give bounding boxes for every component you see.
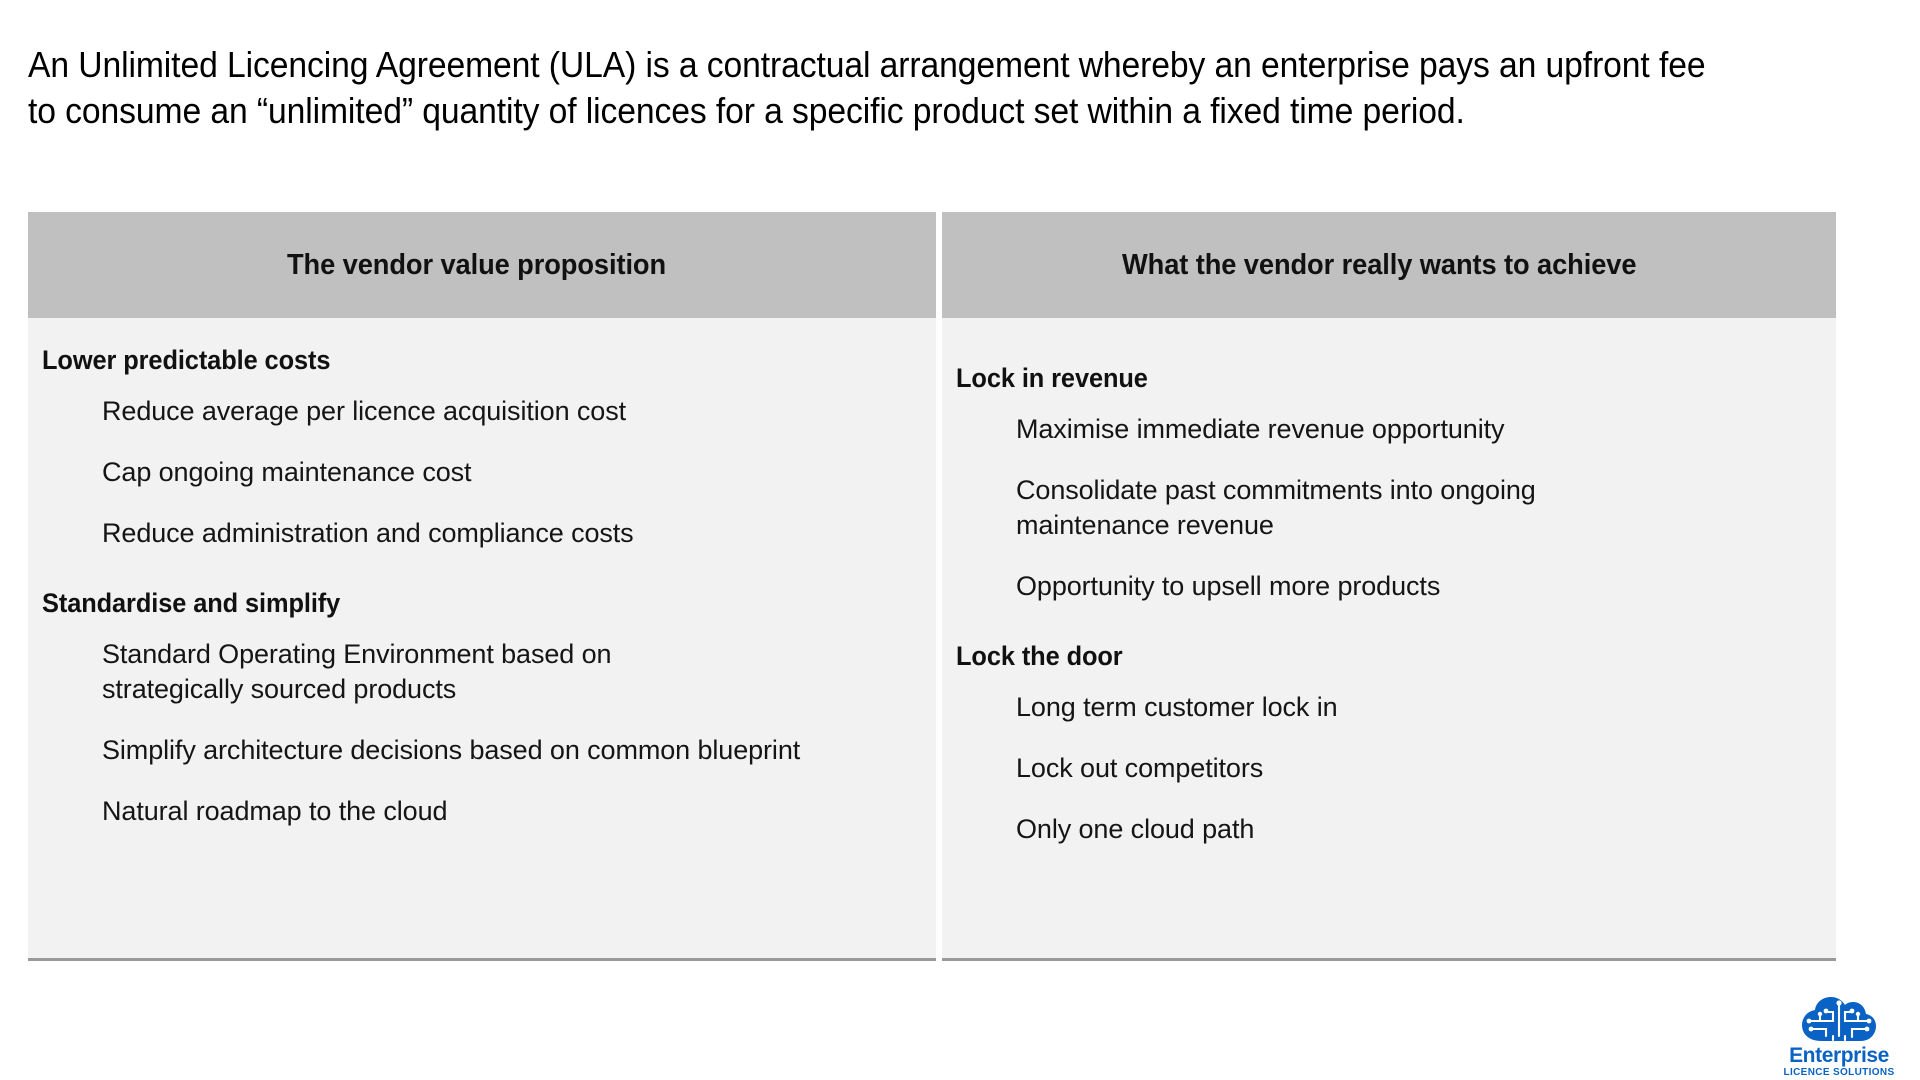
list-item: Standard Operating Environment based on …: [102, 638, 612, 704]
list-item: Opportunity to upsell more products: [1016, 571, 1441, 602]
column-divider: [936, 318, 942, 961]
group-heading-lower-predictable-costs: Lower predictable costs: [42, 345, 331, 375]
list-item: Lock out competitors: [1016, 752, 1264, 783]
table-body-row: Lower predictable costs Reduce average p…: [28, 318, 1836, 961]
column-header-label: The vendor value proposition: [287, 248, 667, 281]
table-cell-vendor-value-proposition: Lower predictable costs Reduce average p…: [28, 318, 936, 961]
list-item: Cap ongoing maintenance cost: [102, 456, 472, 487]
list-item: Simplify architecture decisions based on…: [102, 734, 801, 765]
list-item: Natural roadmap to the cloud: [102, 796, 448, 827]
list-item: Consolidate past commitments into ongoin…: [1016, 474, 1536, 540]
page-title: An Unlimited Licencing Agreement (ULA) i…: [28, 44, 1706, 132]
list-item: Long term customer lock in: [1016, 691, 1338, 722]
company-logo: Enterprise LICENCE SOLUTIONS: [1768, 996, 1910, 1078]
right-column-content: Lock in revenue Maximise immediate reven…: [942, 318, 1836, 958]
list-item: Reduce administration and compliance cos…: [102, 517, 634, 548]
group-heading-lock-in-revenue: Lock in revenue: [956, 363, 1148, 393]
table-cell-vendor-real-goals: Lock in revenue Maximise immediate reven…: [942, 318, 1836, 961]
group-heading-lock-the-door: Lock the door: [956, 641, 1123, 672]
left-column-content: Lower predictable costs Reduce average p…: [28, 318, 936, 958]
list-item: Only one cloud path: [1016, 814, 1255, 845]
column-header-vendor-real-goals: What the vendor really wants to achieve: [942, 212, 1836, 318]
group-heading-standardise-and-simplify: Standardise and simplify: [42, 588, 341, 619]
table-header-row: The vendor value proposition What the ve…: [28, 212, 1836, 318]
logo-wordmark: Enterprise: [1789, 1044, 1889, 1067]
cloud-circuit-icon: [1802, 997, 1876, 1042]
list-item: Reduce average per licence acquisition c…: [102, 395, 627, 426]
list-item: Maximise immediate revenue opportunity: [1016, 413, 1505, 444]
column-header-label: What the vendor really wants to achieve: [1122, 248, 1637, 281]
column-header-vendor-value-proposition: The vendor value proposition: [28, 212, 936, 318]
logo-tagline: LICENCE SOLUTIONS: [1783, 1067, 1895, 1078]
vendor-comparison-table: The vendor value proposition What the ve…: [28, 212, 1836, 961]
column-divider: [936, 212, 942, 318]
